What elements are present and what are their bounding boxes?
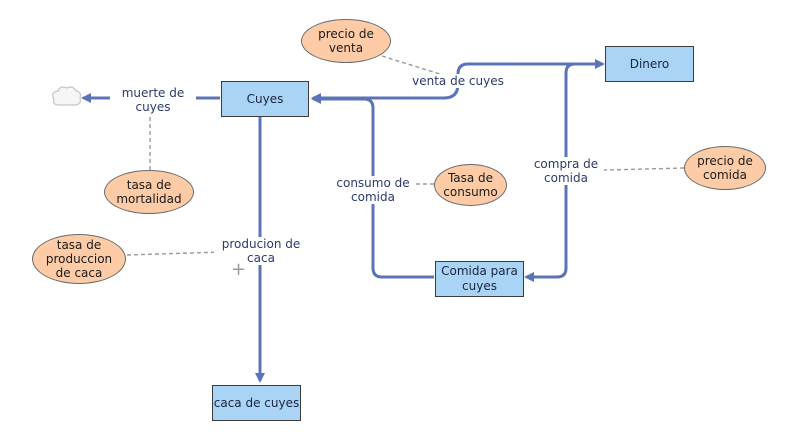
aux-tasa-produccion[interactable]: tasa de produccion de caca xyxy=(32,234,126,284)
aux-precio-comida[interactable]: precio de comida xyxy=(684,146,766,190)
flow-valve-icon: + xyxy=(231,259,247,280)
aux-precio-venta[interactable]: precio de venta xyxy=(301,19,391,63)
link-precio-comida xyxy=(566,166,685,175)
aux-tasa-mortalidad[interactable]: tasa de mortalidad xyxy=(104,170,194,214)
venta-flow-pipe xyxy=(456,59,605,84)
stock-cuyes[interactable]: Cuyes xyxy=(221,81,309,117)
flow-label-compra[interactable]: compra de comida xyxy=(528,157,604,185)
flow-label-produccion[interactable]: producion de caca xyxy=(214,237,308,265)
cloud-sink-icon xyxy=(52,86,82,106)
stock-dinero[interactable]: Dinero xyxy=(605,46,694,82)
flow-label-consumo[interactable]: consumo de comida xyxy=(332,176,414,204)
stock-comida[interactable]: Comida para cuyes xyxy=(435,261,524,297)
flow-label-muerte[interactable]: muerte de cuyes xyxy=(110,86,196,114)
flow-label-venta[interactable]: venta de cuyes xyxy=(408,74,508,88)
aux-tasa-consumo[interactable]: Tasa de consumo xyxy=(434,164,507,206)
stock-caca[interactable]: caca de cuyes xyxy=(212,385,301,421)
